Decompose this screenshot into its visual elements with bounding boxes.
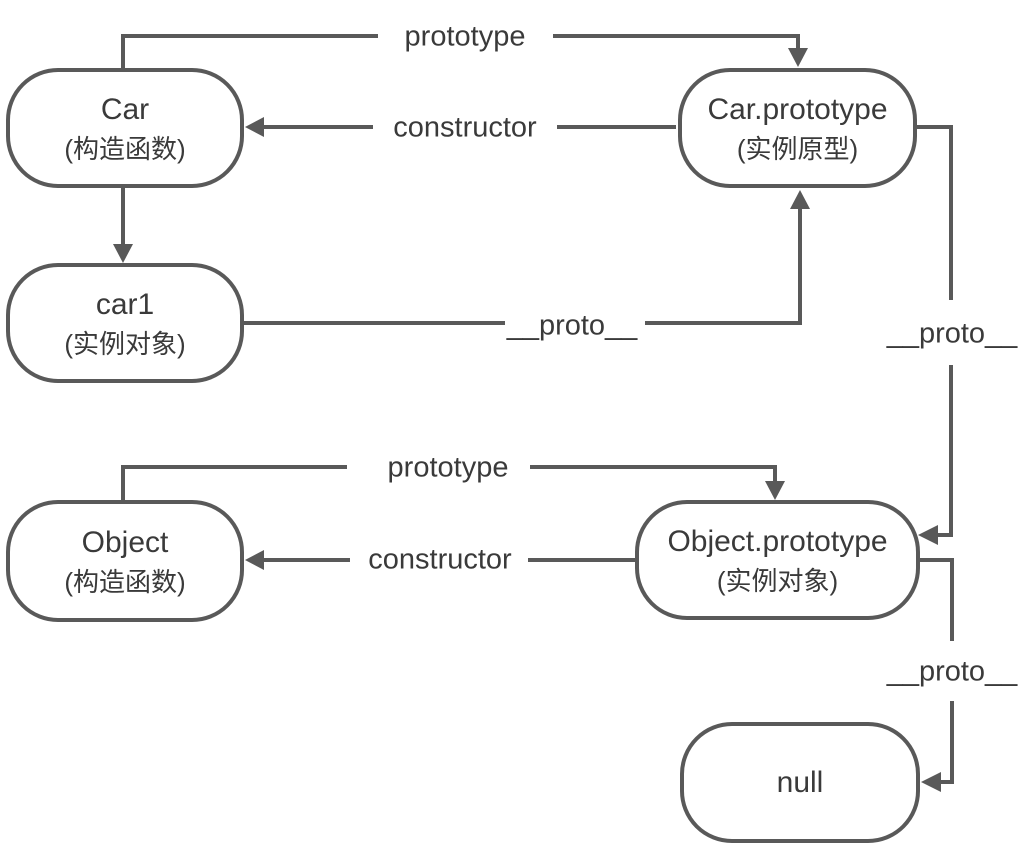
edge-proto-lower-right-line-bottom: [941, 701, 954, 784]
edge-proto-car1-arrowhead: [790, 190, 810, 209]
node-car1: car1 (实例对象): [6, 263, 244, 383]
node-car1-subtitle: (实例对象): [64, 328, 186, 359]
node-car-title: Car: [100, 92, 150, 126]
edge-prototype-bottom-line-right: [530, 465, 777, 482]
edge-car-to-car1-arrowhead: [113, 244, 133, 263]
edge-proto-lower-right-arrowhead: [921, 772, 941, 792]
node-object: Object (构造函数): [6, 500, 244, 622]
node-car: Car (构造函数): [6, 68, 244, 188]
edge-prototype-bottom-arrowhead: [765, 481, 785, 500]
node-car-prototype: Car.prototype (实例原型): [678, 68, 917, 188]
node-null: null: [680, 722, 920, 843]
edge-label-prototype-top: prototype: [404, 20, 526, 53]
node-car-prototype-subtitle: (实例原型): [736, 133, 859, 164]
edge-prototype-top-arrowhead: [788, 48, 808, 67]
node-object-title: Object: [81, 525, 169, 559]
edge-label-proto-car1: __proto__: [506, 309, 638, 342]
edge-prototype-top-line-left: [121, 34, 378, 71]
edge-proto-car1-line-right: [645, 207, 802, 325]
node-object-subtitle: (构造函数): [64, 566, 186, 597]
edge-label-proto-upper-right: __proto__: [886, 317, 1018, 350]
edge-proto-upper-right-arrowhead: [918, 525, 938, 545]
edge-prototype-bottom-line-left: [121, 465, 347, 503]
node-object-prototype-title: Object.prototype: [667, 524, 888, 558]
node-car1-title: car1: [95, 287, 155, 321]
edge-label-proto-lower-right: __proto__: [886, 655, 1018, 688]
node-car-prototype-title: Car.prototype: [707, 92, 888, 126]
edge-label-prototype-bottom: prototype: [387, 451, 509, 484]
edge-constructor-bottom-arrowhead: [245, 550, 264, 570]
node-object-prototype: Object.prototype (实例对象): [635, 500, 920, 620]
edge-proto-lower-right-line-top: [916, 558, 954, 641]
edge-label-constructor-bottom: constructor: [368, 543, 512, 576]
node-object-prototype-subtitle: (实例对象): [716, 565, 839, 596]
edge-proto-upper-right-line-bottom: [938, 365, 953, 537]
node-null-title: null: [776, 766, 824, 799]
edge-prototype-top-line-right: [553, 34, 800, 50]
node-car-subtitle: (构造函数): [64, 133, 186, 164]
edge-constructor-top-arrowhead: [245, 117, 264, 137]
edge-proto-upper-right-line-top: [915, 125, 953, 300]
edge-label-constructor-top: constructor: [393, 111, 537, 144]
